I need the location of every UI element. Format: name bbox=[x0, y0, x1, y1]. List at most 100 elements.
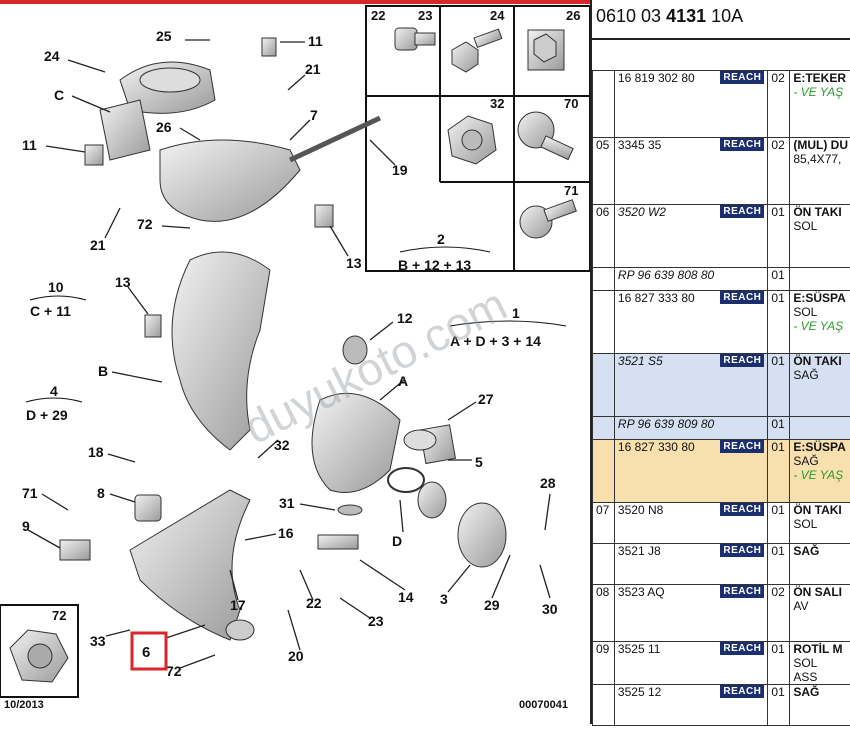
hardware-label-70: 70 bbox=[564, 96, 578, 111]
cell-qty: 01 bbox=[768, 205, 790, 268]
cell-part: RP 96 639 809 80 bbox=[614, 417, 767, 440]
cell-qty: 01 bbox=[768, 642, 790, 685]
formula-10: C + 11 bbox=[30, 303, 71, 319]
wheel-hub-3 bbox=[388, 425, 506, 567]
desc-text: ÖN SALI bbox=[793, 585, 848, 599]
cell-group: 07 bbox=[593, 503, 615, 544]
cell-desc: SAĞ bbox=[790, 544, 850, 585]
diagram-date: 10/2013 bbox=[4, 699, 44, 711]
hardware-label-26: 26 bbox=[566, 8, 580, 23]
cell-desc bbox=[790, 417, 850, 440]
part-number: 3520 W2 bbox=[618, 205, 666, 219]
formula-2-num: 2 bbox=[437, 231, 445, 247]
hardware-label-71: 71 bbox=[564, 183, 578, 198]
formula-2: B + 12 + 13 bbox=[398, 257, 471, 273]
desc-note-2: - VE YAŞ bbox=[793, 319, 848, 333]
callout-24: 24 bbox=[44, 48, 60, 64]
callout-17: 17 bbox=[230, 597, 246, 613]
formula-4-num: 4 bbox=[50, 383, 58, 399]
cell-group bbox=[593, 71, 615, 138]
upper-arm-7 bbox=[160, 118, 380, 221]
callout-28: 28 bbox=[540, 475, 556, 491]
callout-25: 25 bbox=[156, 28, 172, 44]
cell-desc bbox=[790, 268, 850, 291]
desc-note: SAĞ bbox=[793, 454, 848, 468]
diagram-doc-number: 00070041 bbox=[519, 699, 568, 711]
callout-20: 20 bbox=[288, 648, 304, 664]
cell-qty: 01 bbox=[768, 291, 790, 354]
reach-badge: REACH bbox=[720, 503, 764, 516]
desc-text: (MUL) DU bbox=[793, 138, 848, 152]
cell-group: 09 bbox=[593, 642, 615, 685]
callout-23: 23 bbox=[368, 613, 384, 629]
desc-note: SOL bbox=[793, 656, 848, 670]
callout-31: 31 bbox=[279, 495, 295, 511]
desc-note: 85,4X77, bbox=[793, 152, 848, 166]
part-number: 16 819 302 80 bbox=[618, 71, 695, 85]
reach-badge: REACH bbox=[720, 685, 764, 698]
reference-bold: 4131 bbox=[666, 6, 706, 26]
callout-33: 33 bbox=[90, 633, 106, 649]
callout-9: 9 bbox=[22, 518, 30, 534]
part-number: 3525 12 bbox=[618, 685, 661, 699]
callout-26: 26 bbox=[156, 119, 172, 135]
cell-qty: 01 bbox=[768, 440, 790, 503]
highlighted-part-6[interactable]: 6 bbox=[132, 633, 166, 669]
part-number: 16 827 330 80 bbox=[618, 440, 695, 454]
desc-text: ÖN TAKI bbox=[793, 503, 848, 517]
hardware-label-24: 24 bbox=[490, 8, 505, 23]
desc-note: SAĞ bbox=[793, 368, 848, 382]
cell-qty: 01 bbox=[768, 354, 790, 417]
part-number: 3521 S5 bbox=[618, 354, 663, 368]
cell-qty: 01 bbox=[768, 268, 790, 291]
reach-badge: REACH bbox=[720, 642, 764, 655]
reach-badge: REACH bbox=[720, 585, 764, 598]
desc-text: ROTİL M bbox=[793, 642, 848, 656]
exploded-parts-diagram: 22 23 24 26 32 70 71 bbox=[0, 0, 590, 724]
callout-B: B bbox=[98, 363, 108, 379]
cell-part: RP 96 639 808 80 bbox=[614, 268, 767, 291]
desc-note-2: ASS bbox=[793, 670, 848, 684]
desc-text: E:SÜSPA bbox=[793, 440, 848, 454]
cell-desc: E:TEKER- VE YAŞ bbox=[790, 71, 850, 138]
cell-qty: 01 bbox=[768, 685, 790, 726]
callout-3: 3 bbox=[440, 591, 448, 607]
desc-note: SOL bbox=[793, 219, 848, 233]
desc-text: E:TEKER bbox=[793, 71, 848, 85]
reference-header: 0610 03 4131 10A bbox=[596, 6, 743, 27]
reference-suffix: 10A bbox=[711, 6, 743, 26]
callout-72-upper: 72 bbox=[137, 216, 153, 232]
reach-badge: REACH bbox=[720, 291, 764, 304]
reach-badge: REACH bbox=[720, 440, 764, 453]
cell-group bbox=[593, 685, 615, 726]
desc-note: AV bbox=[793, 599, 848, 613]
reach-badge: REACH bbox=[720, 205, 764, 218]
reach-badge: REACH bbox=[720, 544, 764, 557]
callout-72-lower: 72 bbox=[166, 663, 182, 679]
cell-group bbox=[593, 354, 615, 417]
cell-group bbox=[593, 440, 615, 503]
